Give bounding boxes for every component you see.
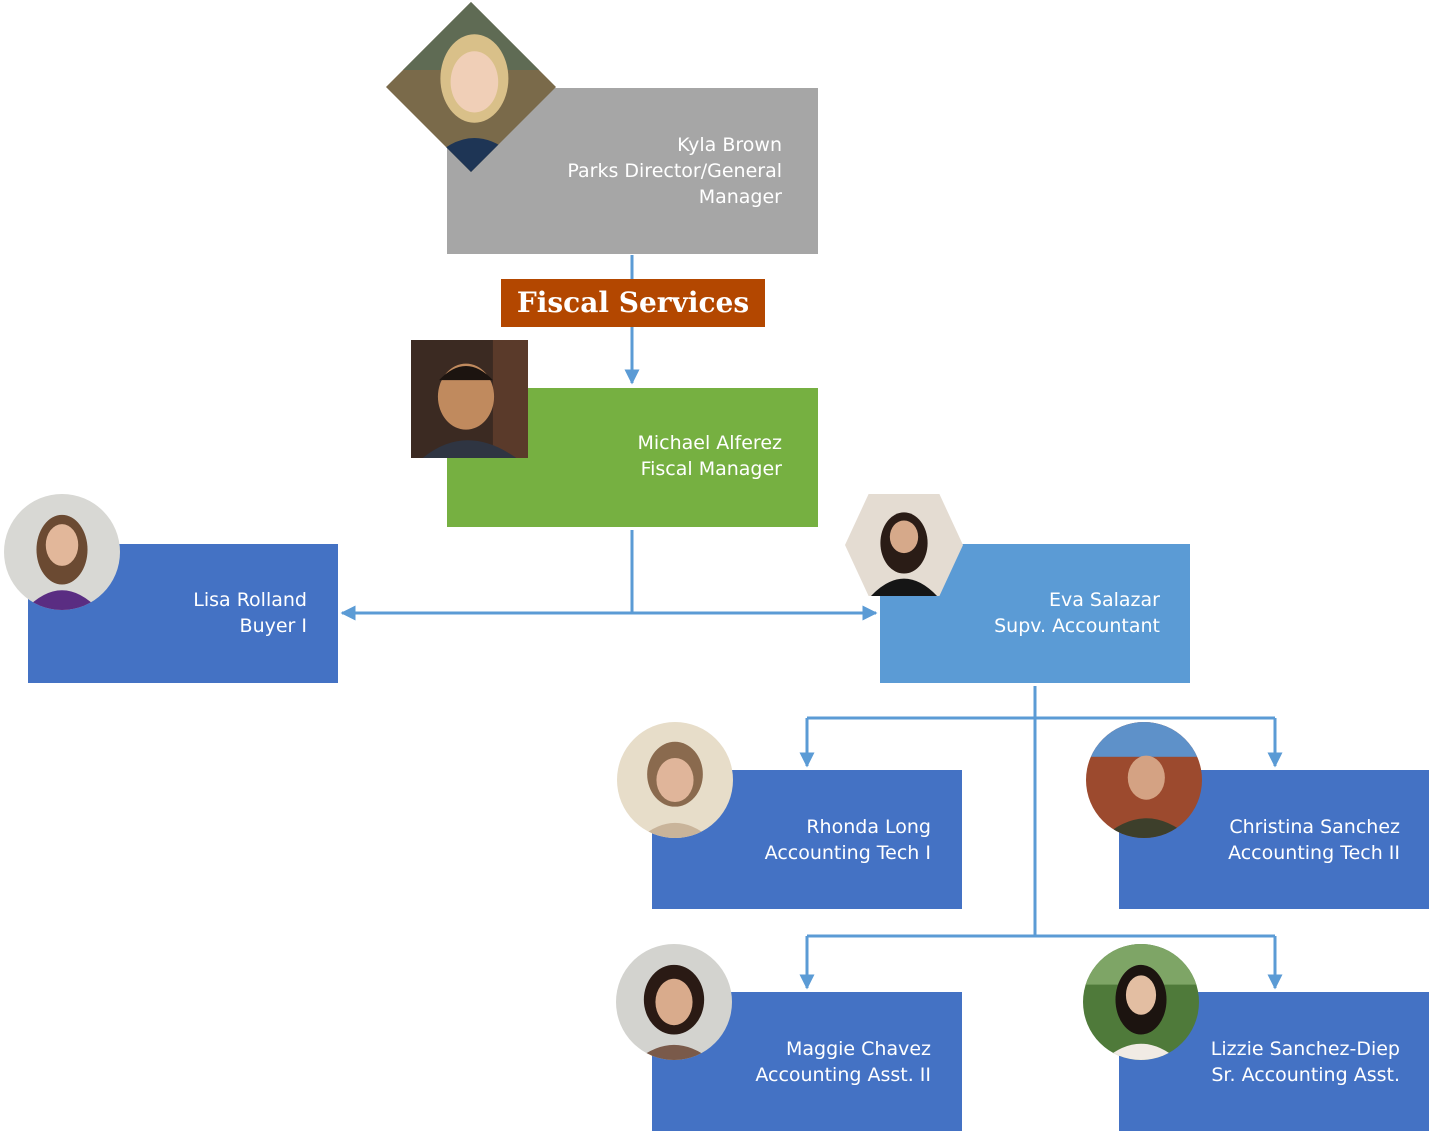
person-title: Sr. Accounting Asst.	[1211, 1064, 1400, 1086]
person-title: Accounting Tech I	[764, 842, 931, 864]
person-name: Lizzie Sanchez-Diep	[1210, 1038, 1400, 1060]
person-name: Christina Sanchez	[1229, 816, 1400, 838]
person-title: Parks Director/General	[567, 160, 782, 182]
department-label: Fiscal Services	[501, 279, 765, 327]
person-title: Buyer I	[239, 615, 307, 637]
person-photo-icon	[617, 722, 733, 838]
person-name: Michael Alferez	[637, 432, 782, 454]
person-title: Supv. Accountant	[994, 615, 1160, 637]
person-name: Lisa Rolland	[193, 589, 307, 611]
node-christina-sanchez: Christina Sanchez Accounting Tech II	[1119, 770, 1429, 909]
person-title: Accounting Asst. II	[755, 1064, 931, 1086]
person-title: Accounting Tech II	[1228, 842, 1400, 864]
person-photo-icon	[845, 494, 963, 596]
person-name: Kyla Brown	[677, 134, 782, 156]
person-name: Rhonda Long	[806, 816, 931, 838]
person-title: Fiscal Manager	[640, 458, 782, 480]
person-photo-icon	[1083, 944, 1199, 1060]
person-photo-icon	[616, 944, 732, 1060]
person-name: Maggie Chavez	[785, 1038, 931, 1060]
person-title-cont: Manager	[698, 186, 782, 208]
person-name: Eva Salazar	[1049, 589, 1160, 611]
person-photo-icon	[1086, 722, 1202, 838]
person-photo-icon	[411, 340, 528, 458]
person-photo-icon	[4, 494, 120, 610]
